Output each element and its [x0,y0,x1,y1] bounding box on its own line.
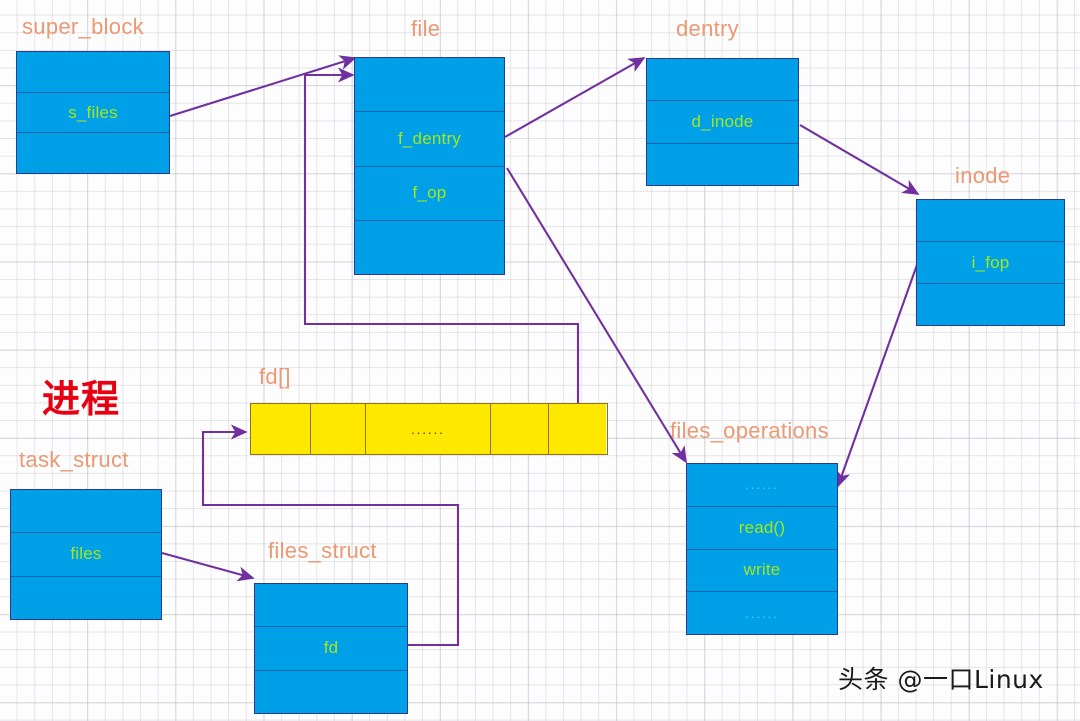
struct-files-operations[interactable]: ...... read() write ...... [686,463,838,635]
caption-task-struct: task_struct [19,447,129,472]
field-write: write [687,550,837,593]
field-s-files: s_files [17,93,169,134]
field-dentry-2 [647,144,798,185]
fd-array-cell-2[interactable]: ...... [366,404,491,454]
fd-array-cell-0[interactable] [251,404,311,454]
struct-file[interactable]: f_dentry f_op [354,57,505,275]
field-i-fop: i_fop [917,242,1064,284]
field-inode-2 [917,284,1064,325]
process-label: 进程 [42,377,121,421]
field-file-0 [355,58,504,113]
caption-dentry: dentry [676,16,739,41]
field-read: read() [687,507,837,550]
field-fileops-dots-bottom: ...... [745,605,779,621]
struct-super-block[interactable]: s_files [16,51,170,174]
struct-dentry[interactable]: d_inode [646,58,799,186]
caption-files-operations: files_operations [670,418,829,443]
field-files-struct-2 [255,671,407,713]
wire-file-to-dentry [504,57,646,138]
struct-task-struct[interactable]: files [10,489,162,620]
field-files: files [11,533,161,577]
field-task-struct-2 [11,577,161,619]
field-task-struct-0 [11,490,161,534]
caption-file: file [411,16,441,41]
caption-inode: inode [955,163,1011,188]
wire-taskstruct-to-filesstruct [161,551,255,582]
fd-array[interactable]: ...... [250,403,608,455]
field-inode-0 [917,200,1064,242]
field-f-dentry: f_dentry [355,112,504,167]
field-super-block-0 [17,52,169,93]
field-f-op: f_op [355,167,504,221]
fd-array-cell-3[interactable] [491,404,549,454]
field-files-struct-0 [255,584,407,628]
field-fd: fd [255,627,407,671]
fd-array-cell-4[interactable] [549,404,606,454]
field-d-inode: d_inode [647,101,798,144]
struct-inode[interactable]: i_fop [916,199,1065,326]
field-super-block-2 [17,133,169,173]
field-file-3 [355,221,504,274]
field-dentry-0 [647,59,798,102]
caption-super-block: super_block [22,14,144,39]
wire-superblock-to-file [169,55,357,118]
caption-fd-array: fd[] [259,364,291,389]
field-fileops-dots-top: ...... [687,464,837,507]
wire-ifop-to-fileops [835,261,919,488]
watermark: 头条 @一口Linux [838,665,1044,694]
fd-array-cell-1[interactable] [311,404,366,454]
caption-files-struct: files_struct [268,538,377,563]
wire-dentry-to-inode [799,124,920,195]
struct-files-struct[interactable]: fd [254,583,408,714]
